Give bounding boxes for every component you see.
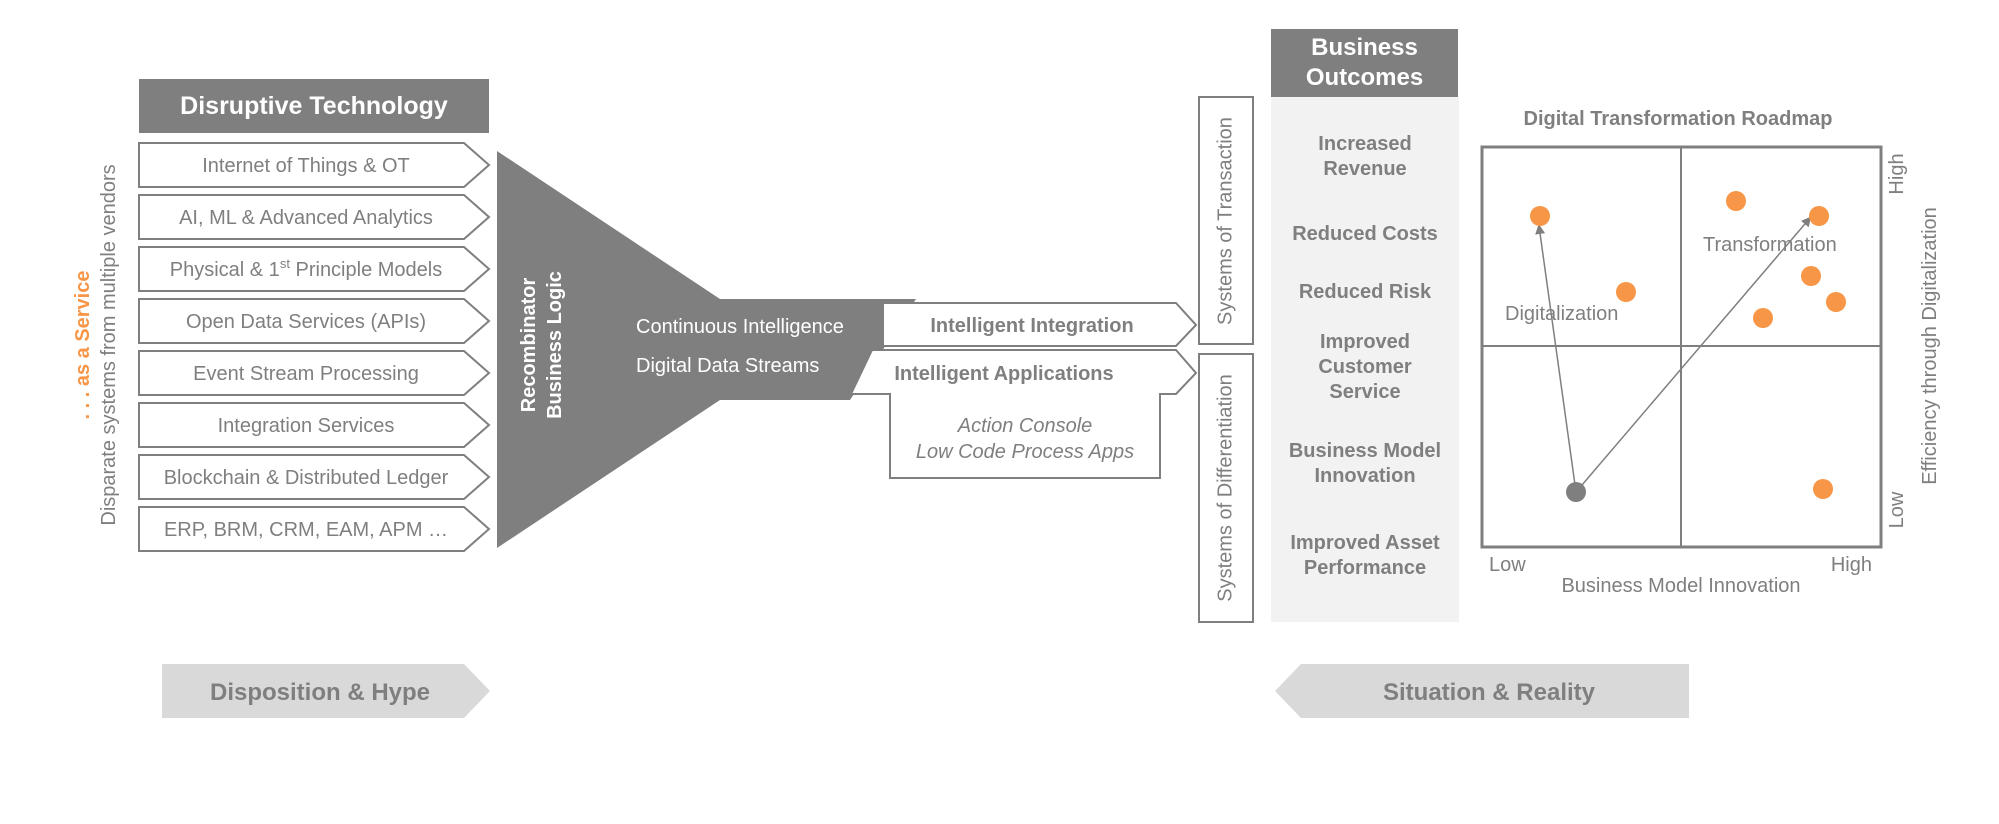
business-outcomes-header-line1: Business — [1311, 34, 1418, 61]
digital-data-streams-label: Digital Data Streams — [636, 355, 819, 377]
situation-reality-banner: Situation & Reality — [1275, 664, 1689, 718]
systems-of-transaction-label: Systems of Transaction — [1214, 116, 1237, 325]
continuous-intelligence-label: Continuous Intelligence — [636, 316, 844, 338]
technology-item-iot: Internet of Things & OT — [138, 142, 491, 188]
technology-list: Internet of Things & OT AI, ML & Advance… — [138, 142, 491, 552]
intelligent-applications-arrow: Intelligent Applications Action Console … — [849, 349, 1198, 479]
y-axis-low-label: Low — [1886, 491, 1908, 528]
transformation-path-arrow — [1575, 216, 1812, 493]
technology-item-blockchain: Blockchain & Distributed Ledger — [138, 454, 491, 500]
situation-reality-label: Situation & Reality — [1383, 679, 1596, 706]
technology-item-ai-ml: AI, ML & Advanced Analytics — [138, 194, 491, 240]
recombinator-label-line2: Business Logic — [544, 271, 566, 419]
intelligent-integration-label: Intelligent Integration — [930, 315, 1133, 337]
technology-item-label: Physical & 1st Principle Models — [170, 256, 442, 281]
roadmap-point — [1826, 292, 1846, 312]
action-console-label: Action Console — [957, 415, 1093, 437]
roadmap-point — [1753, 308, 1773, 328]
technology-item-erp: ERP, BRM, CRM, EAM, APM … — [138, 506, 491, 552]
roadmap-matrix: Digital Transformation Roadmap Digitaliz… — [1480, 108, 1941, 597]
systems-of-differentiation-box: Systems of Differentiation — [1198, 353, 1254, 623]
business-outcomes-header: Business Outcomes — [1271, 29, 1458, 97]
technology-item-label: Internet of Things & OT — [202, 155, 410, 177]
technology-item-label: ERP, BRM, CRM, EAM, APM … — [164, 519, 448, 541]
roadmap-point — [1616, 282, 1636, 302]
systems-of-transaction-box: Systems of Transaction — [1198, 96, 1254, 345]
y-axis-title: Efficiency through Digitalization — [1919, 207, 1941, 485]
recombinator-funnel — [497, 151, 916, 548]
technology-item-label: Event Stream Processing — [193, 363, 419, 385]
digitalization-label: Digitalization — [1505, 303, 1618, 325]
technology-item-label: Open Data Services (APIs) — [186, 311, 426, 333]
outcome-reduced-risk: Reduced Risk — [1298, 281, 1432, 303]
technology-item-label: AI, ML & Advanced Analytics — [179, 207, 433, 229]
roadmap-title: Digital Transformation Roadmap — [1524, 108, 1833, 130]
technology-item-open-data: Open Data Services (APIs) — [138, 298, 491, 344]
x-axis-title: Business Model Innovation — [1561, 575, 1800, 597]
disruptive-technology-header: Disruptive Technology — [139, 79, 489, 133]
transformation-label: Transformation — [1703, 234, 1837, 256]
intelligent-applications-label: Intelligent Applications — [894, 363, 1113, 385]
x-axis-high-label: High — [1831, 554, 1872, 576]
roadmap-point — [1809, 206, 1829, 226]
recombinator-label-line1: Recombinator — [518, 278, 540, 413]
low-code-apps-label: Low Code Process Apps — [916, 441, 1134, 463]
y-axis-high-label: High — [1886, 153, 1908, 194]
technology-item-label: Blockchain & Distributed Ledger — [164, 467, 449, 489]
roadmap-point — [1813, 479, 1833, 499]
roadmap-point — [1801, 266, 1821, 286]
disposition-hype-banner: Disposition & Hype — [162, 664, 490, 718]
intelligent-integration-arrow: Intelligent Integration — [882, 302, 1198, 347]
roadmap-origin-point — [1566, 482, 1586, 502]
x-axis-low-label: Low — [1489, 554, 1526, 576]
roadmap-point — [1530, 206, 1550, 226]
technology-item-physical-models: Physical & 1st Principle Models — [138, 246, 491, 292]
disposition-hype-label: Disposition & Hype — [210, 679, 430, 706]
technology-item-label: Integration Services — [218, 415, 395, 437]
systems-of-differentiation-label: Systems of Differentiation — [1214, 374, 1237, 602]
business-outcomes-header-line2: Outcomes — [1305, 64, 1424, 91]
recombinator-label: Recombinator Business Logic — [518, 271, 566, 419]
technology-item-integration: Integration Services — [138, 402, 491, 448]
roadmap-point — [1726, 191, 1746, 211]
outcome-reduced-costs: Reduced Costs — [1292, 223, 1438, 245]
digitalization-path-arrow — [1535, 224, 1577, 493]
technology-item-event-stream: Event Stream Processing — [138, 350, 491, 396]
